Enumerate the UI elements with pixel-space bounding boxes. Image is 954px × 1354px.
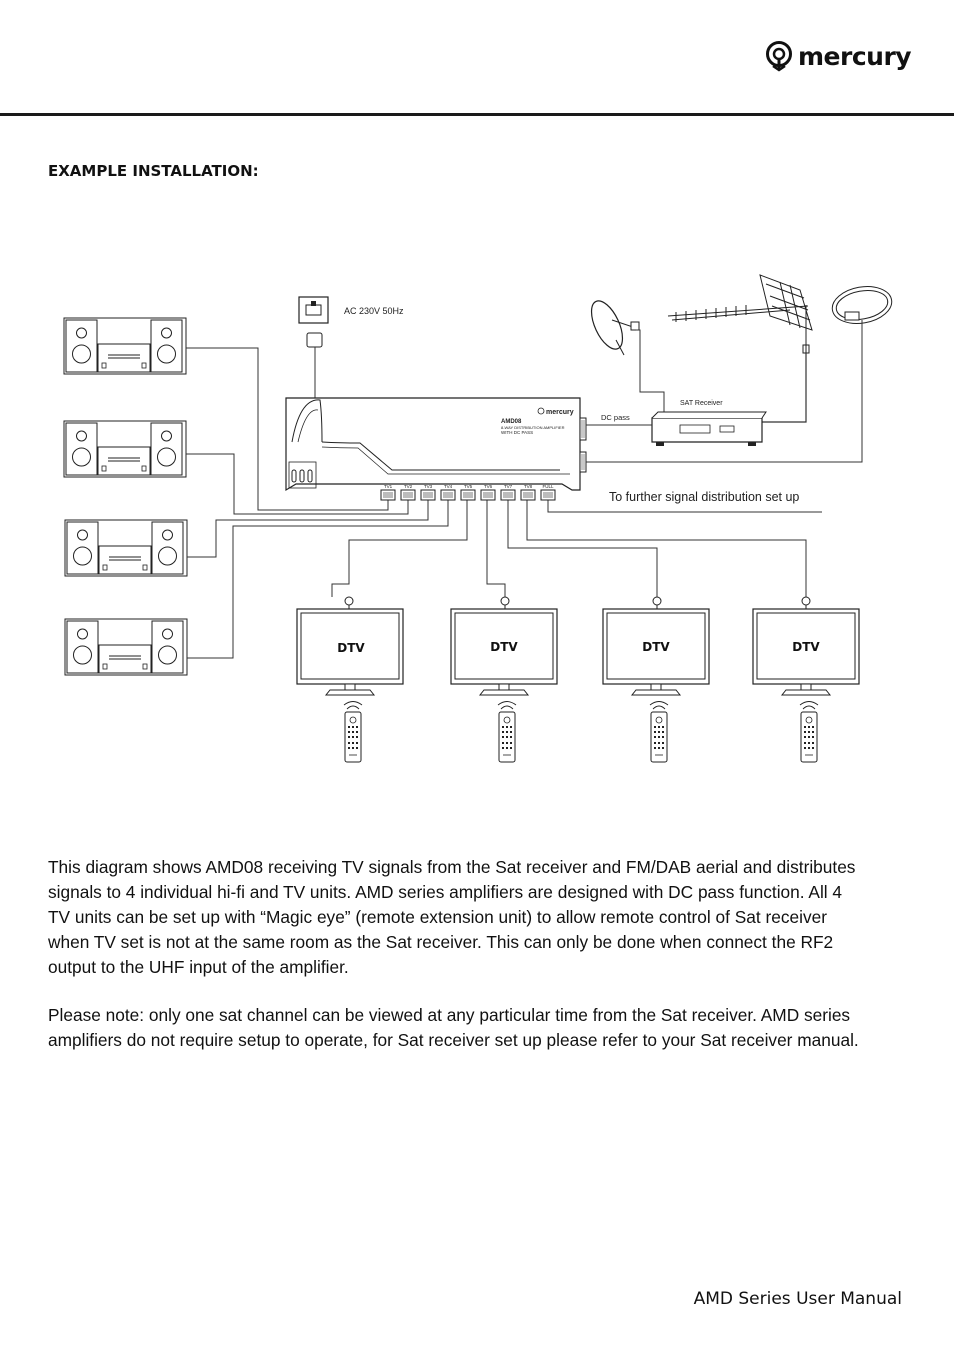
amp-desc-2: WITH DC PASS xyxy=(501,430,533,435)
amp-port-label: TV5 xyxy=(464,484,473,489)
amp-desc-1: 8-WAY DISTRIBUTION AMPLIFIER xyxy=(501,425,565,430)
amp-model: AMD08 xyxy=(501,419,522,425)
amp-port-tv4: TV4 xyxy=(440,484,456,501)
fm-cable xyxy=(586,320,863,463)
dish-cable xyxy=(636,329,665,412)
sat-receiver xyxy=(651,411,767,446)
hifi-unit-4 xyxy=(64,618,188,676)
amp-port-full: FULL xyxy=(540,484,556,501)
magic-eye-units xyxy=(344,596,811,609)
tv-cables xyxy=(331,500,822,597)
brand-name: mercury xyxy=(798,41,912,71)
tv-label-2: DTV xyxy=(490,640,518,654)
tv-label-3: DTV xyxy=(642,640,670,654)
amp-port-tv8: TV8 xyxy=(520,484,536,501)
remote-control-4 xyxy=(799,701,819,763)
installation-diagram: AC 230V 50Hz mercury AMD08 8-WAY DISTRIB… xyxy=(63,274,893,763)
remote-control-1 xyxy=(343,701,363,763)
amp-brand: mercury xyxy=(546,409,574,416)
hifi-unit-2 xyxy=(63,420,187,478)
amp-port-label: TV6 xyxy=(484,484,493,489)
tv-label-1: DTV xyxy=(337,641,365,655)
amp-ports: TV1 TV2 TV3 TV4 TV5 TV6 TV7 TV8 FULL xyxy=(380,484,556,501)
remote-control-2 xyxy=(497,701,517,763)
amp-port-tv7: TV7 xyxy=(500,484,516,501)
amp-port-label: TV3 xyxy=(424,484,433,489)
tv-aerial xyxy=(667,274,813,355)
power-label: AC 230V 50Hz xyxy=(344,306,404,316)
note-paragraph: Please note: only one sat channel can be… xyxy=(48,1005,859,1050)
amp-port-tv5: TV5 xyxy=(460,484,476,501)
description-paragraph: This diagram shows AMD08 receiving TV si… xyxy=(48,857,856,977)
fm-loop-aerial xyxy=(831,286,893,324)
amp-port-label: TV4 xyxy=(444,484,453,489)
footer-manual-title: AMD Series User Manual xyxy=(693,1289,902,1309)
amp-port-tv3: TV3 xyxy=(420,484,436,501)
hifi-cables xyxy=(186,347,449,659)
amp-port-label: TV1 xyxy=(384,484,393,489)
hifi-unit-3 xyxy=(64,519,188,577)
amp-port-label: FULL xyxy=(542,484,554,489)
mercury-logo-icon xyxy=(766,41,792,72)
hifi-unit-1 xyxy=(63,317,187,375)
header-rule xyxy=(0,113,954,116)
amp-port-label: TV8 xyxy=(524,484,533,489)
further-distribution-label: To further signal distribution set up xyxy=(609,490,799,504)
amp-port-label: TV2 xyxy=(404,484,413,489)
power-plug xyxy=(306,332,323,348)
section-heading: EXAMPLE INSTALLATION: xyxy=(48,162,259,180)
brand-logo: mercury xyxy=(764,40,912,72)
amplifier-amd08: mercury AMD08 8-WAY DISTRIBUTION AMPLIFI… xyxy=(285,397,587,492)
amp-port-tv2: TV2 xyxy=(400,484,416,501)
amp-port-label: TV7 xyxy=(504,484,513,489)
wall-socket xyxy=(298,296,329,324)
remote-control-3 xyxy=(649,701,669,763)
aerial-cable xyxy=(762,353,807,423)
amp-port-tv6: TV6 xyxy=(480,484,496,501)
satellite-dish xyxy=(590,300,640,356)
amp-port-tv1: TV1 xyxy=(380,484,396,501)
tv-label-4: DTV xyxy=(792,640,820,654)
dc-pass-label: DC pass xyxy=(601,413,630,422)
sat-receiver-label: SAT Receiver xyxy=(680,400,723,407)
